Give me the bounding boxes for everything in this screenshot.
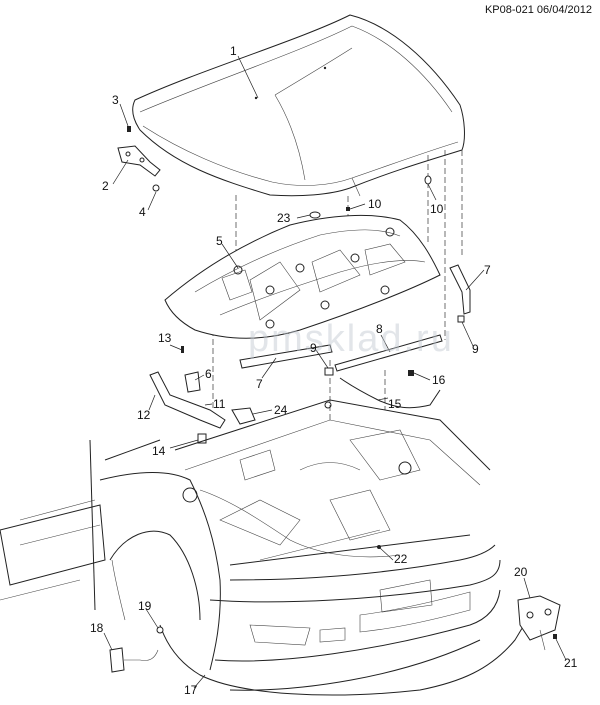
hood-prop-rod-bracket [149,371,226,429]
seal-clip-right [457,315,465,323]
callout-12: 12 [137,408,151,422]
callout-9-left: 9 [310,341,317,355]
callout-17: 17 [184,683,198,697]
hood-bumper-10-left [346,207,350,211]
callout-24: 24 [274,403,288,417]
callout-2: 2 [102,179,109,193]
callout-10-right: 10 [430,202,444,216]
cable-grommet-19 [156,626,164,634]
hood-release-handle-lower [109,647,159,673]
hood-release-cable-upper [324,377,441,409]
latch-grommet-16 [408,370,414,376]
callout-4: 4 [139,205,146,219]
callout-21: 21 [564,656,578,670]
hinge-nut [152,184,160,192]
hood-seal-right [449,264,471,315]
seal-clip-left [324,367,334,376]
hood-latch-grommet [197,433,207,444]
callout-7-right: 7 [484,263,491,277]
hood-hinge [117,145,161,177]
callout-16: 16 [432,373,446,387]
callout-20: 20 [514,565,528,579]
callout-1: 1 [230,44,237,58]
callout-7-left: 7 [256,377,263,391]
callout-11: 11 [213,397,226,411]
diagram-reference-code: KP08-021 06/04/2012 [484,4,592,16]
hood-bumper-10-right [424,175,432,185]
callout-3: 3 [112,93,119,107]
callout-5: 5 [216,234,223,248]
hood-bumper-23 [309,211,321,219]
callout-8: 8 [376,322,383,336]
hood-panel [132,14,465,197]
callout-18: 18 [90,621,104,635]
hood-seal-center [334,334,443,372]
hinge-bolt [127,126,131,132]
callout-13: 13 [158,331,172,345]
hood-latch-bolt [181,346,184,353]
latch-bolt-21 [553,634,557,639]
callout-6: 6 [205,367,212,381]
callout-23: 23 [277,211,291,225]
hood-seal-left [239,344,333,369]
callout-9-right: 9 [472,342,479,356]
hood-insulator [164,214,441,339]
callout-10-left: 10 [368,197,382,211]
watermark: pmsklad.ru [248,318,454,360]
callout-22: 22 [394,552,408,566]
hood-release-handle [231,407,256,425]
callout-15: 15 [388,397,402,411]
callout-19: 19 [138,599,152,613]
callout-14: 14 [152,444,166,458]
hood-release-cable-lower [159,614,531,696]
hood-primary-latch [517,595,561,651]
hood-latch-body [184,371,201,393]
vehicle-front-body [0,399,501,691]
leader-lines [103,55,567,689]
